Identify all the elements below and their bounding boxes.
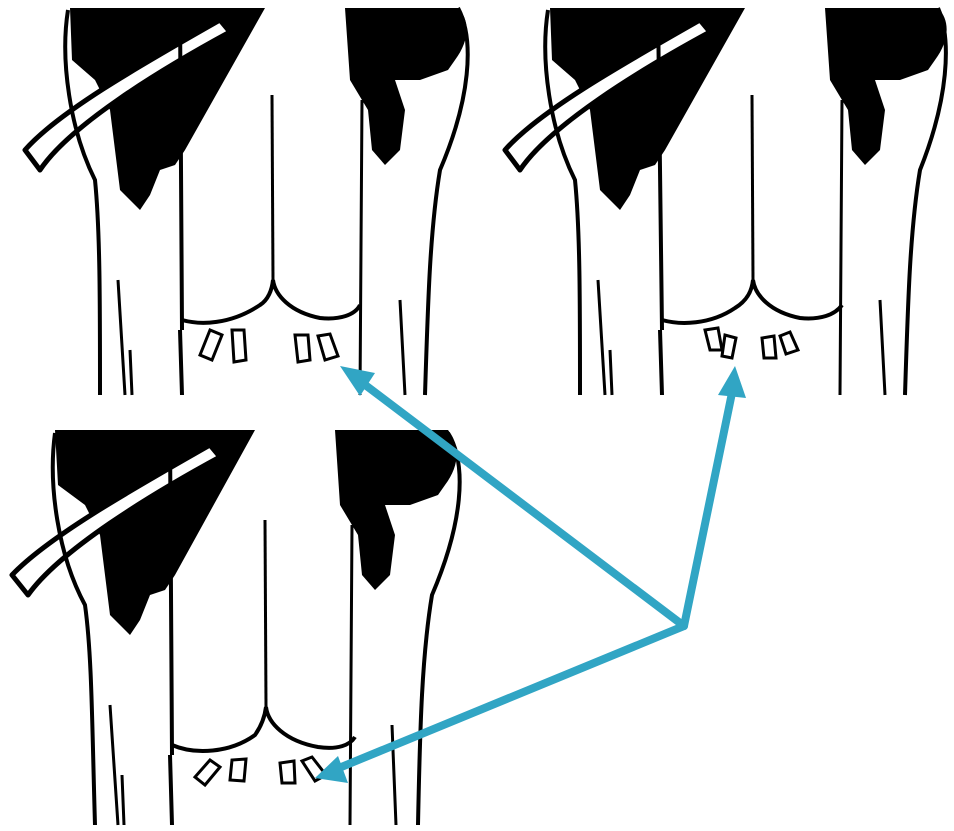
udder-panel-bottom-left [0, 425, 480, 831]
left-leg-outline [543, 9, 582, 396]
right-black-patch [825, 8, 947, 165]
arrowhead-panel-2 [718, 366, 746, 398]
cow-hindquarters-illustration [9, 430, 462, 826]
left-black-patch [550, 8, 745, 210]
left-leg-outline [50, 432, 97, 826]
udder-median-line [270, 94, 275, 281]
right-leg-outline [903, 7, 948, 396]
udder-median-line [750, 94, 755, 281]
udder-median-line [263, 519, 268, 708]
arrowheads [315, 366, 746, 783]
arrowhead-panel-3 [315, 756, 348, 783]
left-leg-outline [63, 9, 102, 396]
arrowhead-panel-1 [340, 366, 375, 396]
udder-panel-top-left [0, 0, 480, 400]
right-leg-outline [416, 431, 462, 826]
cow-hindquarters-illustration [502, 7, 948, 396]
udder-panel-top-right [480, 0, 954, 400]
teats [703, 326, 801, 360]
left-leg-inner [656, 7, 664, 396]
left-leg-inner [178, 7, 184, 396]
left-black-patch [70, 8, 265, 210]
arrow-group [330, 374, 737, 774]
cow-hindquarters-illustration [22, 7, 470, 396]
left-black-patch [55, 430, 255, 635]
right-leg-outline [423, 7, 470, 396]
teats [198, 328, 340, 364]
arrow-to-panel-1 [352, 374, 688, 630]
arrow-to-panel-2 [680, 384, 737, 630]
arrow-to-panel-3 [330, 622, 688, 774]
udder-outline [171, 706, 357, 753]
right-black-patch [335, 430, 457, 590]
left-leg-inner [168, 432, 174, 826]
udder-outline [181, 279, 362, 325]
right-black-patch [345, 8, 467, 165]
